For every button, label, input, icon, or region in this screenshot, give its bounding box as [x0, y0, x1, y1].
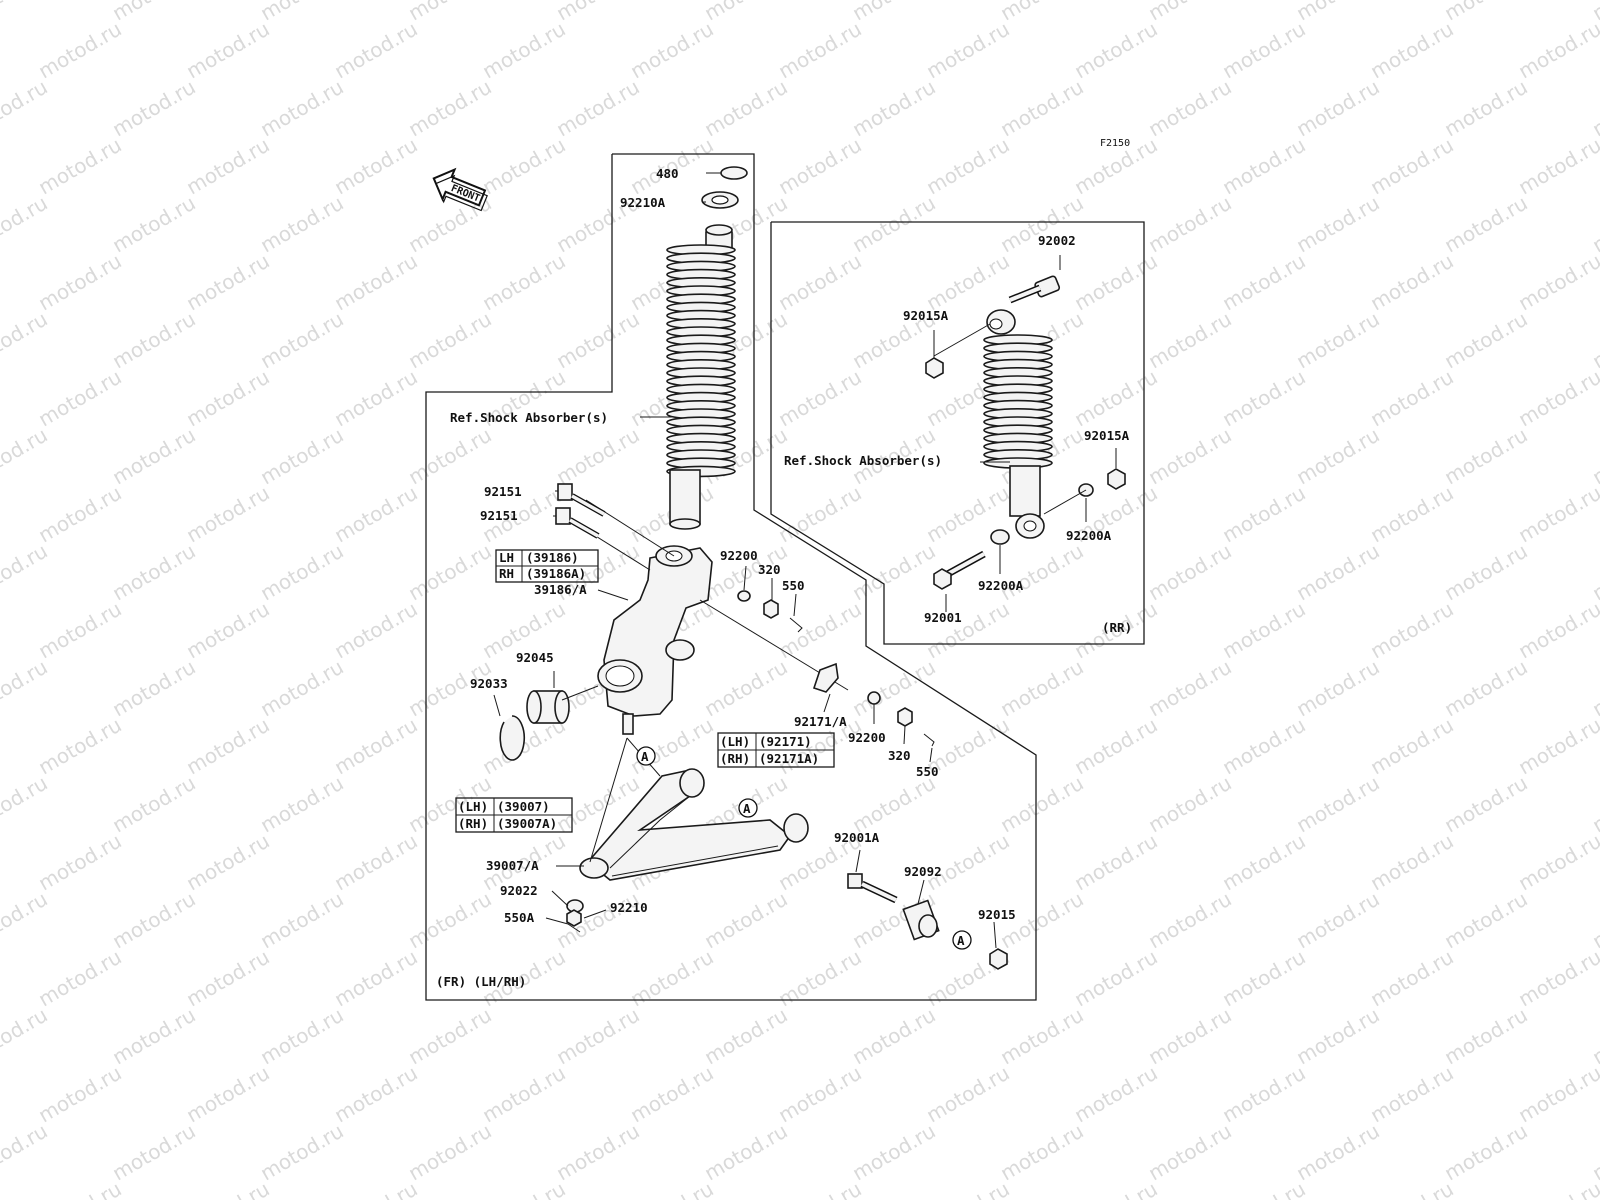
steering-knuckle — [569, 499, 849, 735]
label-92015a-a: 92015A — [903, 308, 949, 323]
svg-text:A: A — [957, 933, 965, 948]
svg-text:A: A — [743, 801, 751, 816]
reference-marker-a-2: A — [738, 798, 758, 818]
svg-text:(RH): (RH) — [720, 751, 750, 766]
bearing-92045 — [526, 690, 570, 724]
label-92200-a: 92200 — [720, 548, 758, 563]
rear-shock-absorber — [925, 275, 1126, 590]
label-92200a-a: 92200A — [1066, 528, 1112, 543]
label-92200a-b: 92200A — [978, 578, 1024, 593]
svg-text:(RH): (RH) — [458, 816, 488, 831]
label-550-b: 550 — [916, 764, 939, 779]
svg-text:(LH): (LH) — [720, 734, 750, 749]
label-ref-shock-front: Ref.Shock Absorber(s) — [450, 410, 608, 425]
svg-text:A: A — [641, 749, 649, 764]
washer-92200-lower — [867, 691, 881, 705]
part-labels: 480 92210A Ref.Shock Absorber(s) 92151 9… — [436, 166, 1132, 989]
label-320-a: 320 — [758, 562, 781, 577]
label-39007a: 39007/A — [486, 858, 539, 873]
svg-text:RH: RH — [499, 566, 514, 581]
label-92001: 92001 — [924, 610, 962, 625]
label-92001a: 92001A — [834, 830, 880, 845]
label-92210a: 92210A — [620, 195, 666, 210]
svg-text:(39007): (39007) — [497, 799, 550, 814]
svg-text:(39186): (39186) — [526, 550, 579, 565]
label-550-a: 550 — [782, 578, 805, 593]
ring-480 — [720, 166, 748, 180]
rear-section-border — [770, 221, 1145, 645]
label-92200-b: 92200 — [848, 730, 886, 745]
table-arm: (LH) (39007) (RH) (39007A) — [455, 797, 573, 833]
label-92033: 92033 — [470, 676, 508, 691]
label-39186a: 39186/A — [534, 582, 587, 597]
front-section-border — [425, 153, 1037, 1001]
table-knuckle: LH (39186) RH (39186A) — [495, 549, 599, 583]
rear-section-label: (RR) — [1102, 620, 1132, 635]
label-ref-shock-rear: Ref.Shock Absorber(s) — [784, 453, 942, 468]
label-92015a-b: 92015A — [1084, 428, 1130, 443]
nut-92210 — [566, 909, 582, 927]
reference-marker-a-3: A — [952, 930, 972, 950]
svg-text:(92171): (92171) — [759, 734, 812, 749]
circlip-92033 — [499, 715, 526, 761]
bracket-92171 — [812, 662, 839, 693]
washer-92200-upper — [737, 590, 751, 602]
figure-code: F2150 — [1100, 138, 1130, 149]
front-shock-absorber — [666, 166, 748, 530]
label-320-b: 320 — [888, 748, 911, 763]
svg-text:(LH): (LH) — [458, 799, 488, 814]
label-92171a: 92171/A — [794, 714, 847, 729]
bolt-92001 — [933, 568, 952, 590]
bolt-92151-upper — [557, 483, 606, 517]
table-bracket: (LH) (92171) (RH) (92171A) — [717, 732, 835, 768]
cotter-pin-550-lower — [923, 733, 935, 747]
a-arm-39007 — [579, 737, 809, 881]
svg-text:(39007A): (39007A) — [497, 816, 557, 831]
label-92015: 92015 — [978, 907, 1016, 922]
label-550a: 550A — [504, 910, 535, 925]
front-section-label: (FR) (LH/RH) — [436, 974, 526, 989]
bolt-92001a — [847, 873, 898, 904]
washer-92200a-left — [990, 529, 1010, 545]
label-92151-a: 92151 — [484, 484, 522, 499]
nut-92015a-right — [1107, 468, 1126, 490]
front-arrow-icon: FRONT — [432, 167, 488, 212]
nut-92015a-top — [925, 357, 944, 379]
label-480: 480 — [656, 166, 679, 181]
svg-text:(92171A): (92171A) — [759, 751, 819, 766]
reference-marker-a-1: A — [636, 746, 656, 766]
bushing-92092 — [902, 899, 940, 941]
leader-lines — [493, 172, 1117, 949]
label-92210: 92210 — [610, 900, 648, 915]
svg-text:(39186A): (39186A) — [526, 566, 586, 581]
label-92002: 92002 — [1038, 233, 1076, 248]
label-92045: 92045 — [516, 650, 554, 665]
cotter-pin-550a — [567, 923, 581, 933]
bolt-92151-lower — [555, 507, 600, 539]
label-92022: 92022 — [500, 883, 538, 898]
nut-320-upper — [763, 599, 779, 619]
nut-92015 — [989, 948, 1008, 970]
cotter-pin-550-upper — [789, 617, 803, 633]
label-92151-b: 92151 — [480, 508, 518, 523]
nut-320-lower — [897, 707, 913, 727]
label-92092: 92092 — [904, 864, 942, 879]
svg-text:LH: LH — [499, 550, 514, 565]
